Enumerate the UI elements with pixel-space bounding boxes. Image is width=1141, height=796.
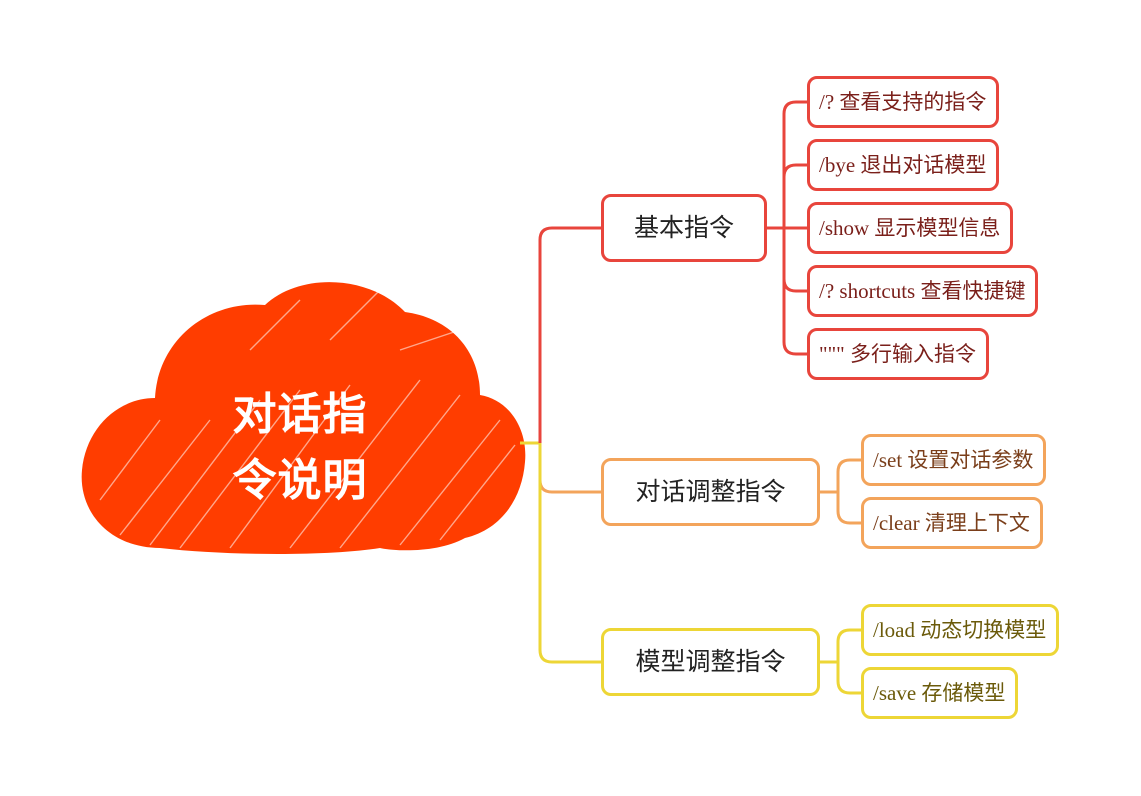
leaf-set-command[interactable]: /set 设置对话参数 (861, 434, 1047, 486)
leaf-multiline-command[interactable]: """ 多行输入指令 (807, 328, 989, 380)
leaf-show-command[interactable]: /show 显示模型信息 (807, 202, 1014, 254)
connectors-branch-2-children (820, 458, 863, 525)
leaf-save-command[interactable]: /save 存储模型 (861, 667, 1019, 719)
connector-branch-2 (538, 443, 601, 494)
branch-model-adjust-commands[interactable]: 模型调整指令 (601, 628, 820, 696)
leaf-clear-command[interactable]: /clear 清理上下文 (861, 497, 1043, 549)
root-topic-line-2: 令说明 (232, 455, 368, 506)
root-topic[interactable]: 对话指 令说明 (195, 382, 405, 514)
leaf-load-command[interactable]: /load 动态切换模型 (861, 604, 1060, 656)
connectors-branch-3-children (820, 628, 863, 695)
cloud-shape (81, 282, 526, 554)
branch-conversation-adjust-commands[interactable]: 对话调整指令 (601, 458, 820, 526)
connectors-branch-1-children (767, 100, 809, 356)
root-topic-line-1: 对话指 (232, 389, 368, 440)
root-cloud (81, 282, 526, 554)
cloud-sketch-strokes (99, 289, 516, 549)
connector-branch-1 (538, 226, 601, 443)
connector-branch-3 (538, 443, 601, 664)
leaf-shortcuts-command[interactable]: /? shortcuts 查看快捷键 (807, 265, 1039, 317)
leaf-bye-command[interactable]: /bye 退出对话模型 (807, 139, 1000, 191)
leaf-help-command[interactable]: /? 查看支持的指令 (807, 76, 1000, 128)
branch-basic-commands[interactable]: 基本指令 (601, 194, 767, 262)
